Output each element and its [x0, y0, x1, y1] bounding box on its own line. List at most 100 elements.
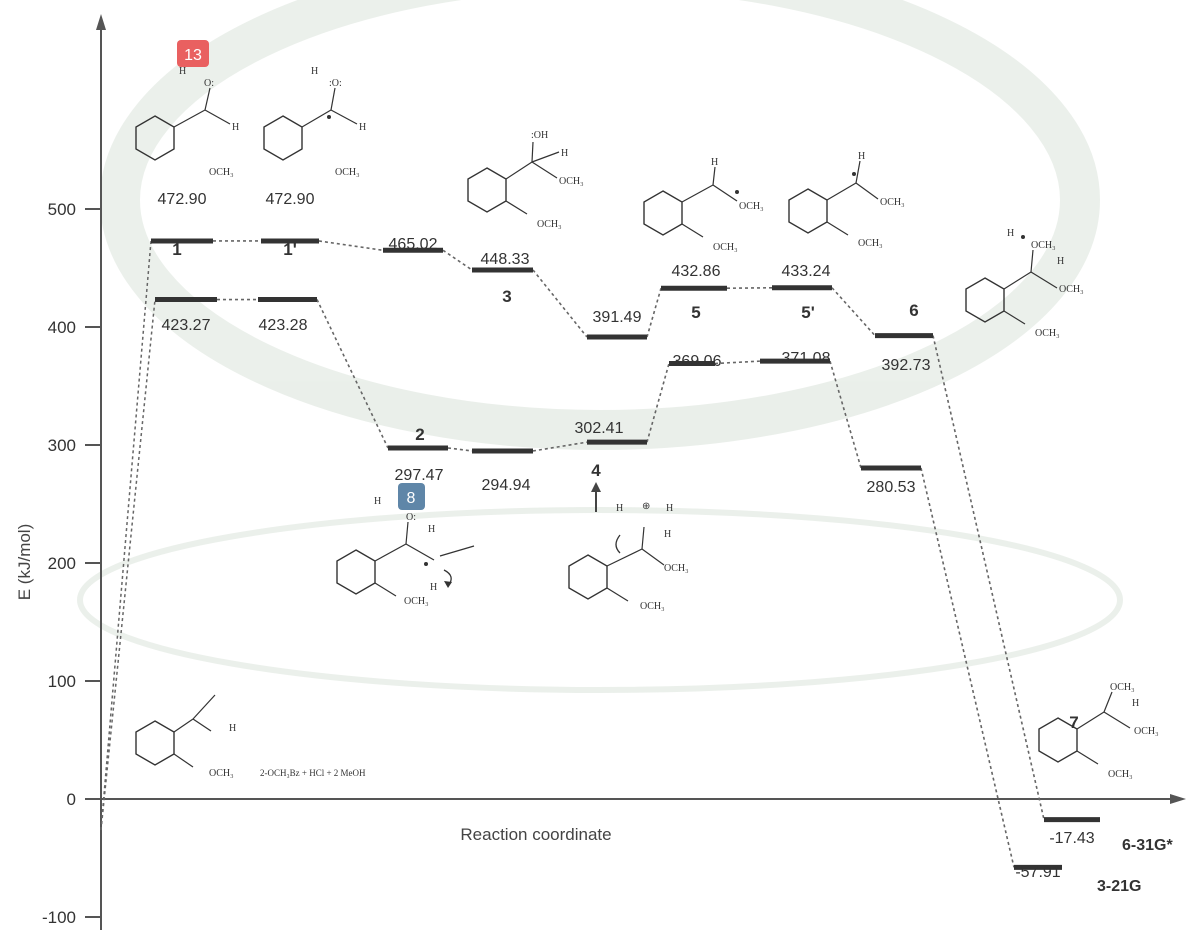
value-label: -57.91 [1015, 864, 1060, 881]
molecule-6: H OCH₃ H OCH₃ OCH₃ [965, 228, 1084, 339]
svg-text:H: H [430, 582, 437, 593]
svg-text:⊕: ⊕ [642, 501, 650, 512]
connector-origin [100, 299, 156, 831]
connector [646, 363, 670, 443]
svg-text:H: H [232, 122, 239, 133]
svg-text:H: H [311, 66, 318, 77]
badge-8: 8 [398, 483, 425, 510]
state-label-2: 2 [415, 425, 424, 444]
value-label: 391.49 [593, 309, 642, 326]
svg-text:OCH₃: OCH₃ [1108, 769, 1133, 780]
svg-text:OCH₃: OCH₃ [559, 176, 584, 187]
molecule-7: OCH₃ H OCH₃ OCH₃ [1038, 682, 1159, 780]
svg-text:OCH₃: OCH₃ [209, 768, 234, 779]
y-tick-label: -100 [42, 908, 76, 927]
value-label: 280.53 [867, 479, 916, 496]
molecule-1: O: H H OCH₃ [135, 66, 239, 178]
molecule-1p: :O: H H OCH₃ [263, 66, 366, 178]
svg-text:OCH₃: OCH₃ [713, 242, 738, 253]
value-label: 423.28 [259, 317, 308, 334]
badge-13: 13 [177, 40, 209, 67]
watermark [77, 0, 1123, 693]
state-labels: 1 1' 2 3 4 5 5' 6 7 [172, 240, 1078, 732]
state-label-1: 1 [172, 240, 181, 259]
connector [932, 335, 1045, 820]
x-axis-arrow [1170, 794, 1186, 804]
svg-text:H: H [858, 151, 865, 162]
connector [829, 360, 862, 469]
value-label: 465.02 [389, 236, 438, 253]
svg-text:H: H [374, 496, 381, 507]
svg-text:OCH₃: OCH₃ [1059, 284, 1084, 295]
state-label-3: 3 [502, 287, 511, 306]
svg-text:OCH₃: OCH₃ [880, 197, 905, 208]
connector [831, 287, 876, 337]
state-label-5: 5 [691, 303, 700, 322]
state-label-7: 7 [1069, 713, 1078, 732]
y-tick-label: 100 [48, 672, 76, 691]
svg-text:OCH₃: OCH₃ [1134, 726, 1159, 737]
svg-text:OCH₃: OCH₃ [209, 167, 234, 178]
y-tick-label: 500 [48, 200, 76, 219]
value-label: 297.47 [395, 467, 444, 484]
svg-text:O:: O: [204, 78, 214, 89]
connector [646, 288, 662, 338]
connector [442, 249, 473, 271]
svg-text:H: H [179, 66, 186, 77]
connector [318, 240, 384, 252]
svg-text:H: H [711, 157, 718, 168]
svg-text:13: 13 [184, 47, 202, 64]
molecule-reactant: H OCH₃ [135, 694, 236, 779]
connector [447, 447, 473, 452]
y-tick-label: 200 [48, 554, 76, 573]
state-label-4: 4 [591, 461, 601, 480]
svg-text:H: H [666, 503, 673, 514]
svg-text:H: H [428, 524, 435, 535]
y-tick-label: 0 [67, 790, 76, 809]
reactants-equation: 2-OCH₃Bz + HCl + 2 MeOH [260, 768, 366, 778]
y-axis-arrow [96, 14, 106, 30]
state-label-5p: 5' [801, 303, 815, 322]
svg-text:H: H [616, 503, 623, 514]
energy-levels [151, 238, 1100, 870]
value-label: 371.08 [782, 350, 831, 367]
x-axis-title: Reaction coordinate [460, 825, 611, 844]
connectors [100, 240, 1045, 868]
svg-text:H: H [1132, 698, 1139, 709]
up-arrow [591, 482, 601, 512]
value-label: 472.90 [266, 191, 315, 208]
value-label: -17.43 [1049, 830, 1094, 847]
connector [532, 269, 588, 338]
value-label: 433.24 [782, 263, 831, 280]
molecule-4: H ⊕ H H OCH₃ OCH₃ [568, 501, 689, 612]
molecule-5p: H OCH₃ OCH₃ [788, 151, 905, 249]
svg-text:OCH₃: OCH₃ [404, 596, 429, 607]
svg-text:OCH₃: OCH₃ [335, 167, 360, 178]
svg-text:8: 8 [407, 490, 416, 507]
molecule-2: H O: H H OCH₃ [336, 496, 475, 607]
molecule-3: :OH H OCH₃ OCH₃ [467, 130, 584, 230]
svg-text:OCH₃: OCH₃ [1031, 240, 1056, 251]
connector [920, 467, 1015, 868]
y-axis-title: E (kJ/mol) [15, 524, 34, 601]
molecule-5: H OCH₃ OCH₃ [643, 157, 764, 253]
svg-text:H: H [359, 122, 366, 133]
state-label-6: 6 [909, 301, 918, 320]
value-label: 432.86 [672, 263, 721, 280]
y-tick-label: 300 [48, 436, 76, 455]
svg-text:H: H [1007, 228, 1014, 239]
svg-text:H: H [664, 529, 671, 540]
value-label: 472.90 [158, 191, 207, 208]
svg-text::O:: :O: [329, 78, 342, 89]
value-label: 294.94 [482, 477, 531, 494]
value-label: 392.73 [882, 357, 931, 374]
svg-text:H: H [229, 723, 236, 734]
value-label: 423.27 [162, 317, 211, 334]
svg-text:O:: O: [406, 512, 416, 523]
svg-text:OCH₃: OCH₃ [664, 563, 689, 574]
svg-text:OCH₃: OCH₃ [1110, 682, 1135, 693]
series-label-321g: 3-21G [1097, 878, 1141, 895]
